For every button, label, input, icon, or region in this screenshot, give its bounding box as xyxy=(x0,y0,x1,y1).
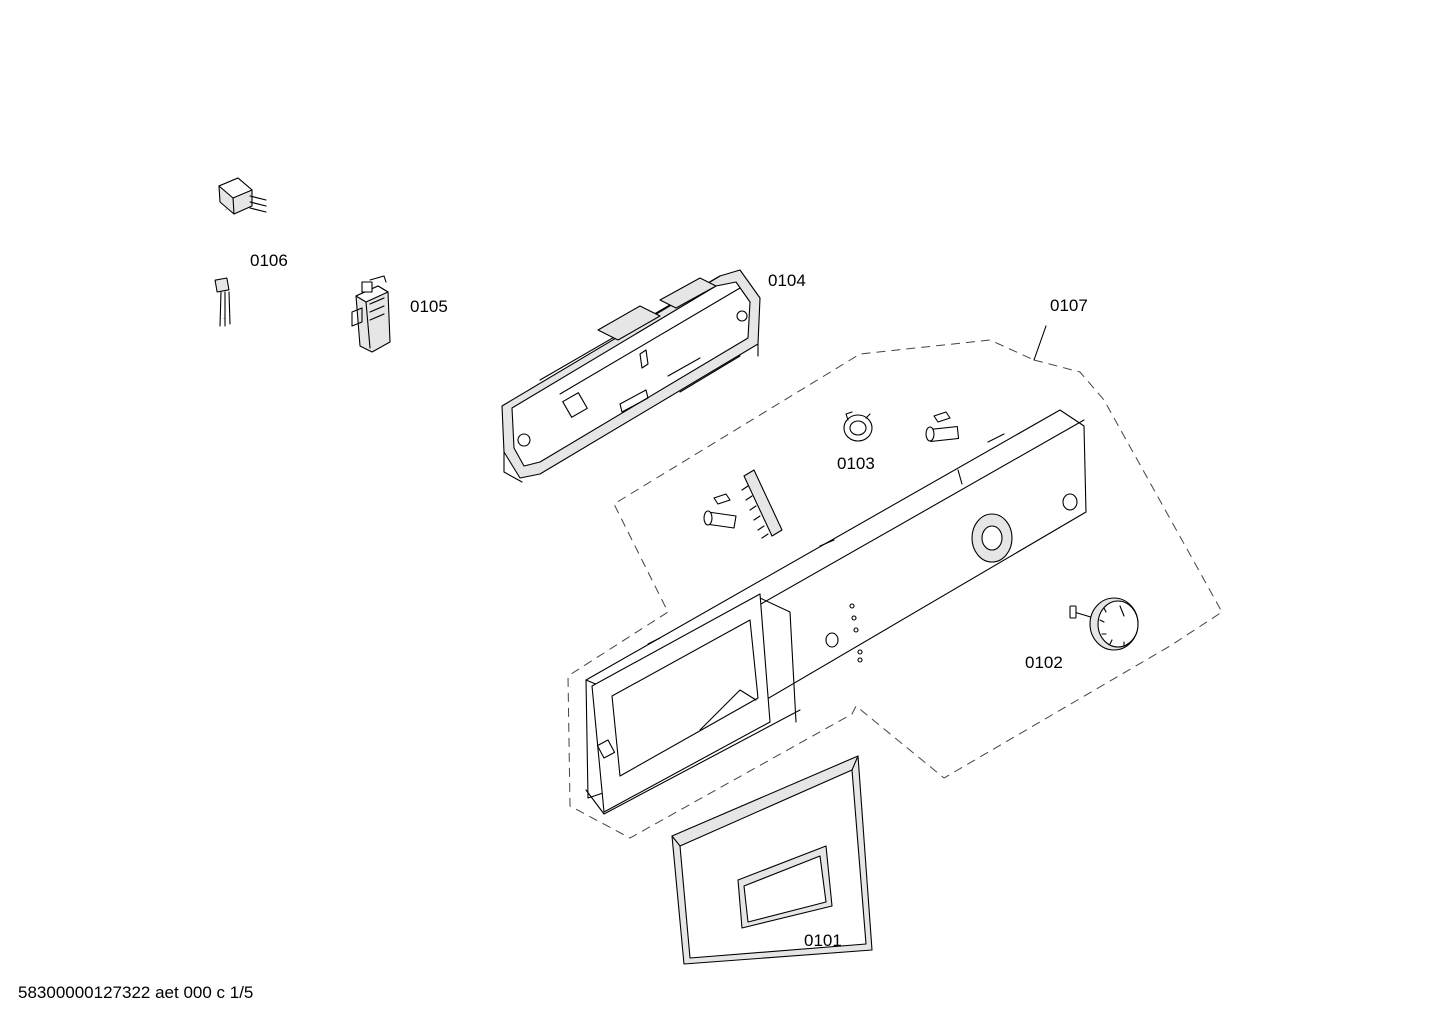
part-0102-rotary-knob[interactable] xyxy=(1069,597,1139,651)
label-0106: 0106 xyxy=(250,251,288,270)
part-0103-small-components[interactable] xyxy=(703,411,960,539)
label-0104: 0104 xyxy=(768,271,806,290)
document-code: 58300000127322 aet 000 c 1/5 xyxy=(18,983,253,1002)
part-0107-control-panel[interactable] xyxy=(585,409,1087,815)
leader-0107 xyxy=(1033,325,1047,361)
label-0103: 0103 xyxy=(837,454,875,473)
part-0106-power-cord[interactable] xyxy=(214,177,267,327)
part-0104-control-module-frame[interactable] xyxy=(501,269,761,483)
part-0107-assembly-outline xyxy=(567,339,1223,839)
part-0105-switch[interactable] xyxy=(351,275,391,353)
label-0101: 0101 xyxy=(804,931,842,950)
label-0105: 0105 xyxy=(410,297,448,316)
label-0107: 0107 xyxy=(1050,296,1088,315)
label-0102: 0102 xyxy=(1025,653,1063,672)
part-0101-drawer-front[interactable] xyxy=(671,755,873,965)
